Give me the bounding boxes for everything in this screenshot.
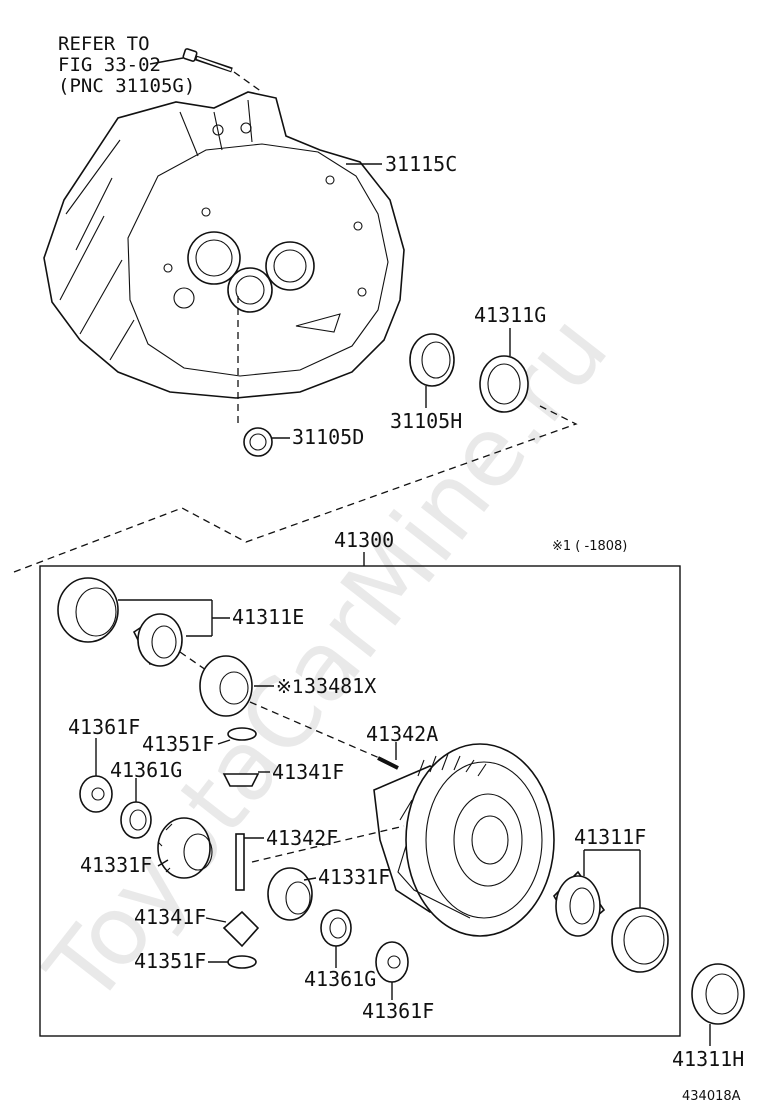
label-41361F-upper: 41361F bbox=[68, 715, 140, 739]
washer-41361G-lower bbox=[320, 909, 352, 968]
bearing-41311F bbox=[552, 849, 669, 973]
label-41331F-right: 41331F bbox=[318, 865, 390, 889]
figure-code: 434018A bbox=[682, 1089, 741, 1104]
label-41311E: 41311E bbox=[232, 605, 304, 629]
washer-41351F-lower bbox=[208, 955, 257, 969]
label-33481X: 33481X bbox=[304, 674, 376, 698]
label-41311H: 41311H bbox=[672, 1047, 744, 1071]
label-41361G-upper: 41361G bbox=[110, 758, 182, 782]
refer-note: REFER TO FIG 33-02 (PNC 31105G) bbox=[58, 33, 195, 97]
assembly-note: ※1 ( -1808) bbox=[552, 539, 627, 554]
side-gear-41331F-left bbox=[157, 817, 213, 879]
pin-41342A bbox=[377, 742, 399, 770]
label-31105H: 31105H bbox=[390, 409, 462, 433]
refer-note-line-3: (PNC 31105G) bbox=[58, 75, 195, 97]
pinion-41341F-upper bbox=[222, 771, 270, 787]
differential-case-part bbox=[373, 743, 555, 937]
label-41311G: 41311G bbox=[474, 303, 546, 327]
refer-note-line-1: REFER TO bbox=[58, 33, 150, 55]
washer-41361F-upper bbox=[79, 738, 113, 813]
side-gear-41331F-right bbox=[267, 867, 317, 921]
label-31115C: 31115C bbox=[385, 152, 457, 176]
shim-41311H bbox=[691, 963, 745, 1046]
label-41342F: 41342F bbox=[266, 826, 338, 850]
label-41361F-lower: 41361F bbox=[362, 999, 434, 1023]
washer-41361F-lower bbox=[375, 941, 409, 1000]
shaft-41342F bbox=[235, 825, 405, 891]
transaxle-case-part bbox=[43, 91, 405, 399]
label-41351F-upper: 41351F bbox=[142, 732, 214, 756]
shim-41311G bbox=[479, 328, 529, 413]
label-41351F-lower: 41351F bbox=[134, 949, 206, 973]
label-41341F-upper: 41341F bbox=[272, 760, 344, 784]
washer-41361G-upper bbox=[120, 778, 152, 839]
oil-seal-31105D bbox=[243, 427, 290, 457]
label-41342A: 41342A bbox=[366, 722, 438, 746]
pinion-41341F-lower bbox=[205, 910, 260, 948]
label-41300: 41300 bbox=[334, 528, 394, 552]
label-31105D: 31105D bbox=[292, 425, 364, 449]
assembly-box bbox=[39, 565, 681, 1037]
mark-33481X: ※1 bbox=[276, 676, 303, 698]
bearing-41311E bbox=[57, 577, 230, 671]
label-41311F: 41311F bbox=[574, 825, 646, 849]
label-41341F-lower: 41341F bbox=[134, 905, 206, 929]
bolt-part bbox=[182, 48, 263, 93]
oil-seal-31105H bbox=[409, 333, 455, 408]
plate-33481X bbox=[199, 655, 385, 761]
washer-41351F-upper bbox=[217, 727, 257, 745]
refer-note-line-2: FIG 33-02 bbox=[58, 54, 161, 76]
label-41361G-lower: 41361G bbox=[304, 967, 376, 991]
label-41331F-left: 41331F bbox=[80, 853, 152, 877]
